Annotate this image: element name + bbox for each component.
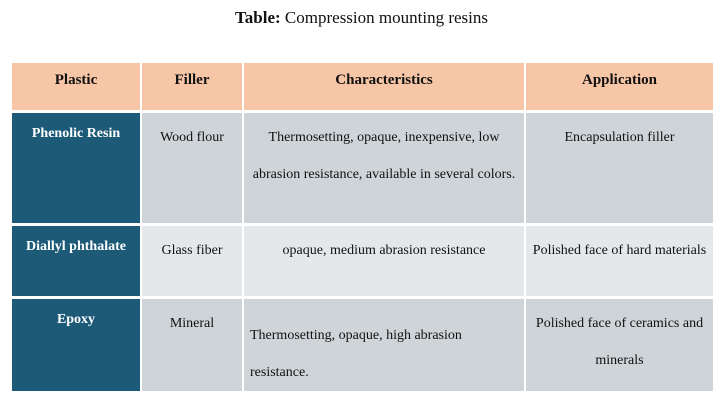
header-plastic: Plastic [12,63,140,113]
header-application: Application [526,63,713,113]
application-cell: Encapsulation filler [526,113,713,226]
table-row: Epoxy Mineral Thermosetting, opaque, hig… [12,299,713,394]
resins-table: Plastic Filler Characteristics Applicati… [10,63,715,394]
caption-label: Table: [235,8,281,27]
caption-text: Compression mounting resins [284,8,488,27]
characteristics-cell: opaque, medium abrasion resistance [244,226,524,299]
characteristics-cell: Thermosetting, opaque, inexpensive, low … [244,113,524,226]
header-row: Plastic Filler Characteristics Applicati… [12,63,713,113]
header-characteristics: Characteristics [244,63,524,113]
characteristics-cell: Thermosetting, opaque, high abrasion res… [244,299,524,394]
filler-cell: Mineral [142,299,242,394]
table-row: Phenolic Resin Wood flour Thermosetting,… [12,113,713,226]
table-caption: Table: Compression mounting resins [0,8,723,28]
plastic-cell: Diallyl phthalate [12,226,140,299]
plastic-cell: Phenolic Resin [12,113,140,226]
plastic-cell: Epoxy [12,299,140,394]
application-cell: Polished face of ceramics and minerals [526,299,713,394]
filler-cell: Glass fiber [142,226,242,299]
application-cell: Polished face of hard materials [526,226,713,299]
header-filler: Filler [142,63,242,113]
table-row: Diallyl phthalate Glass fiber opaque, me… [12,226,713,299]
filler-cell: Wood flour [142,113,242,226]
